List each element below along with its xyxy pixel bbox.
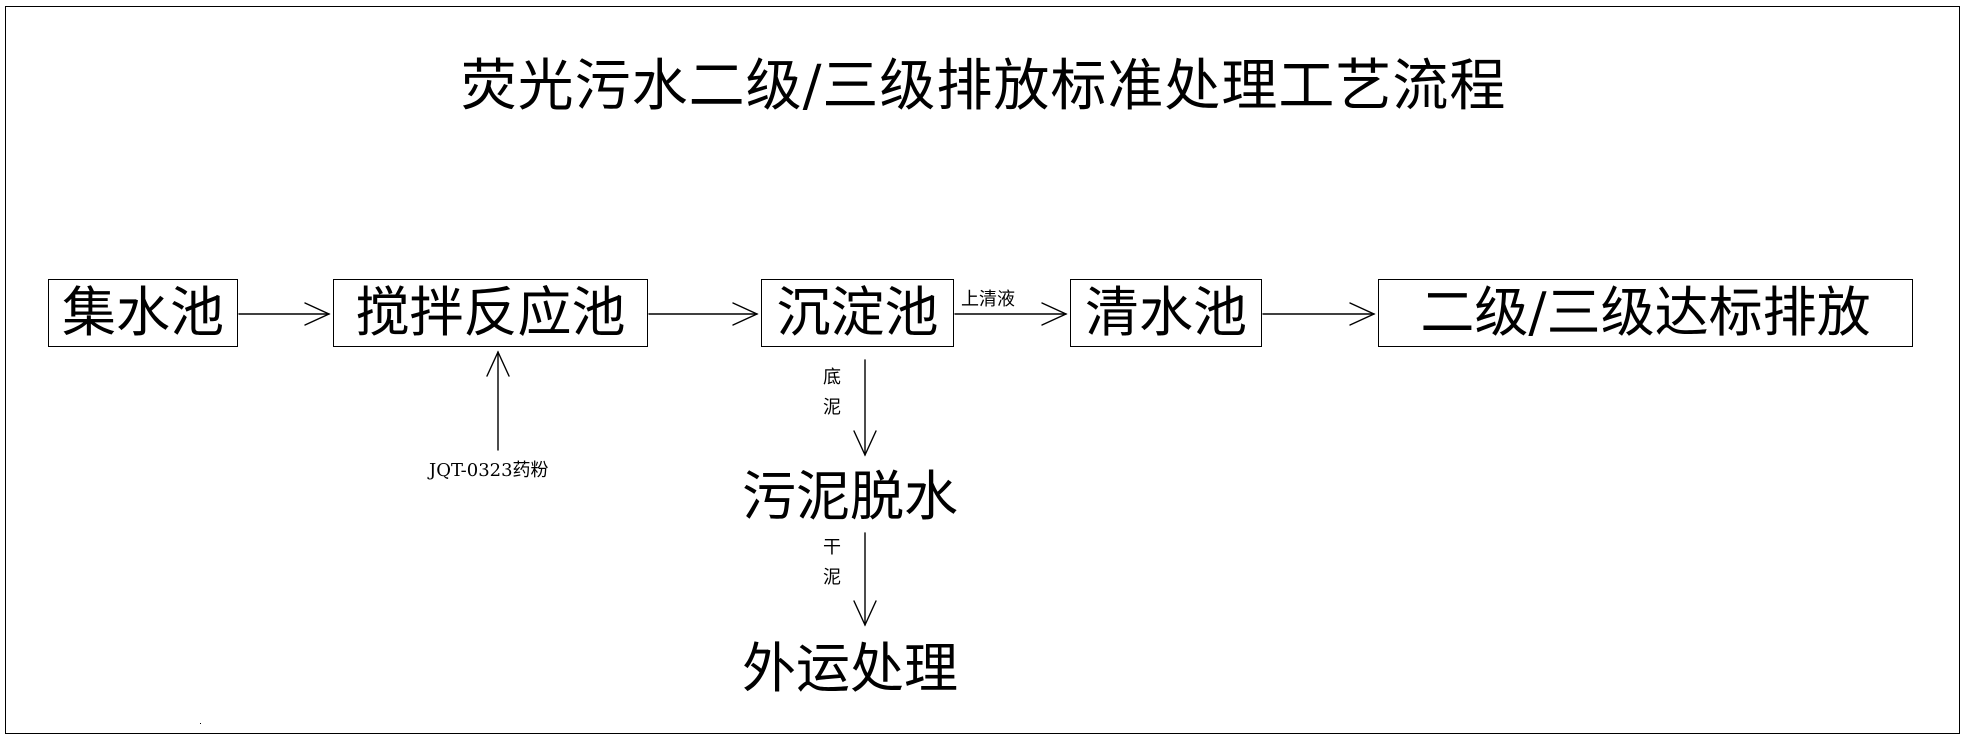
edge-label-dry-sludge: 干 泥 xyxy=(820,533,844,593)
diagram-title: 荧光污水二级/三级排放标准处理工艺流程 xyxy=(460,54,1507,119)
edge-label-dry-sludge-char-2: 泥 xyxy=(823,567,841,588)
node-collection-tank: 集水池 xyxy=(48,279,238,347)
arrow-reagent-to-mixing xyxy=(486,350,510,451)
arrow-mixing-to-sedimentation xyxy=(648,302,759,326)
reagent-label: JQT-0323药粉 xyxy=(429,460,549,481)
node-clear-water-tank: 清水池 xyxy=(1070,279,1262,347)
node-discharge: 二级/三级达标排放 xyxy=(1378,279,1913,347)
node-sedimentation-tank: 沉淀池 xyxy=(761,279,954,347)
diagram-frame xyxy=(5,6,1960,734)
stray-dot xyxy=(200,723,201,724)
edge-label-bottom-sludge-char-2: 泥 xyxy=(823,397,841,418)
arrow-collection-to-mixing xyxy=(238,302,331,326)
node-mixing-reaction-tank: 搅拌反应池 xyxy=(333,279,648,347)
edge-label-supernatant: 上清液 xyxy=(961,289,1015,310)
arrow-dewatering-to-disposal xyxy=(853,532,877,627)
arrow-sedimentation-to-clear-water xyxy=(954,302,1068,326)
arrow-sedimentation-to-dewatering xyxy=(853,359,877,457)
node-external-disposal: 外运处理 xyxy=(742,637,958,700)
node-sludge-dewatering: 污泥脱水 xyxy=(742,465,958,528)
edge-label-bottom-sludge-char-1: 底 xyxy=(823,367,841,388)
edge-label-dry-sludge-char-1: 干 xyxy=(823,537,841,558)
arrow-clear-water-to-discharge xyxy=(1262,302,1376,326)
edge-label-bottom-sludge: 底 泥 xyxy=(820,363,844,423)
